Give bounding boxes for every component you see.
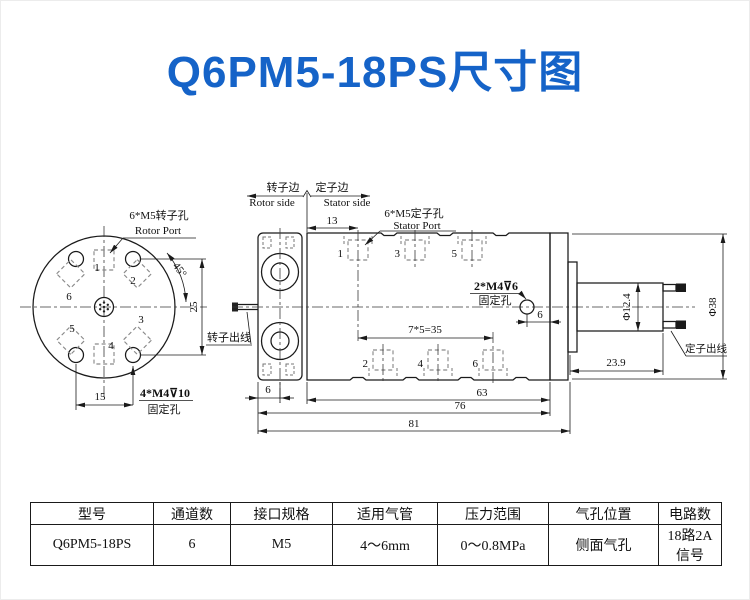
port-number-5: 5 <box>69 323 75 335</box>
rotor-port-label-cn: 6*M5转子孔 <box>129 208 188 222</box>
side-fixing-label: 2*M4⊽6 <box>474 279 518 293</box>
rotor-side-label-cn: 转子边 <box>267 180 300 194</box>
dim-dia12-label: Φ12.4 <box>621 293 633 321</box>
thread-mark <box>262 236 272 249</box>
page-title: Q6PM5-18PS尺寸图 <box>166 48 584 97</box>
dim-15-label: 15 <box>95 391 107 403</box>
stator-shaft <box>576 282 664 332</box>
cell-port-spec: M5 <box>230 524 333 566</box>
side-view: 转子边 定子边 Rotor side Stator side <box>206 180 727 434</box>
cell-tube: 4～6mm <box>332 524 438 566</box>
end-cap <box>549 232 569 381</box>
angle-dim-label: 45° <box>170 260 189 280</box>
dim-6-hole-label: 6 <box>537 309 543 321</box>
stator-body <box>306 232 551 381</box>
port-number-2: 2 <box>130 275 136 287</box>
spec-table: 型号 通道数 接口规格 适用气管 压力范围 气孔位置 电路数 Q6PM5-18P… <box>30 502 722 566</box>
dim-81-label: 81 <box>409 418 420 430</box>
cell-circuits: 18路2A信号 <box>658 524 722 566</box>
side-divider-kink <box>302 189 312 198</box>
dim-25-label: 25 <box>188 301 200 313</box>
cell-pressure: 0～0.8MPa <box>437 524 549 566</box>
leader-line <box>518 290 527 300</box>
thread-mark <box>262 363 272 376</box>
port-number-4: 4 <box>108 340 114 352</box>
cell-hole-pos: 侧面气孔 <box>548 524 659 566</box>
fixing-hole <box>124 346 142 364</box>
dim-63-label: 63 <box>477 387 489 399</box>
leader-line <box>364 230 381 246</box>
stator-side-label-en: Stator side <box>324 197 371 209</box>
port-number-3: 3 <box>138 314 144 326</box>
dim-dia38-label: Φ38 <box>707 297 719 317</box>
rotor-side-label-en: Rotor side <box>249 197 295 209</box>
col-hole-pos: 气孔位置 <box>548 502 659 525</box>
center-connector <box>93 296 115 318</box>
thread-mark <box>285 236 295 249</box>
dim-pitch-label: 7*5=35 <box>408 324 442 336</box>
fixing-hole <box>124 250 142 268</box>
dim-239-label: 23.9 <box>606 357 626 369</box>
stator-wire-label: 定子出线 <box>685 342 727 355</box>
port-label-6: 6 <box>473 358 479 370</box>
spec-table-data-row: Q6PM5-18PS 6 M5 4～6mm 0～0.8MPa 侧面气孔 18路2… <box>30 524 722 566</box>
col-tube: 适用气管 <box>332 502 438 525</box>
side-fixing-sub-label: 固定孔 <box>479 293 512 307</box>
dim-76-label: 76 <box>455 400 467 412</box>
thread-mark <box>285 363 295 376</box>
dim-6-flange-label: 6 <box>265 384 271 396</box>
col-port-spec: 接口规格 <box>230 502 333 525</box>
stator-wires <box>662 283 686 329</box>
spec-table-header-row: 型号 通道数 接口规格 适用气管 压力范围 气孔位置 电路数 <box>30 502 722 525</box>
stator-port-label-cn: 6*M5定子孔 <box>384 206 443 220</box>
port-label-3: 3 <box>395 248 401 260</box>
rotor-wire-label: 转子出线 <box>207 330 251 344</box>
fixing-hole <box>67 250 85 268</box>
rotor-port-slots <box>55 249 153 365</box>
leader-line <box>109 237 124 254</box>
stator-port-label-en: Stator Port <box>393 220 440 232</box>
fixing-hole <box>67 346 85 364</box>
stator-ports-top <box>343 230 487 344</box>
port-number-6: 6 <box>66 291 72 303</box>
front-fixing-label: 4*M4⊽10 <box>140 386 190 400</box>
dim-13-label: 13 <box>327 215 339 227</box>
port-number-1: 1 <box>94 262 100 274</box>
front-view: 1 2 3 4 5 6 45° 25 15 4*M4⊽10 固定孔 6*M5转子… <box>20 208 207 416</box>
col-model: 型号 <box>30 502 154 525</box>
stator-ports-bottom <box>368 332 508 383</box>
cell-model: Q6PM5-18PS <box>30 524 154 566</box>
leader-line <box>246 311 252 345</box>
front-fixing-sub-label: 固定孔 <box>148 402 181 416</box>
col-pressure: 压力范围 <box>437 502 549 525</box>
rotor-port-label-en: Rotor Port <box>135 225 181 237</box>
col-channels: 通道数 <box>153 502 231 525</box>
port-label-1: 1 <box>338 248 344 260</box>
port-label-4: 4 <box>418 358 424 370</box>
angle-dim-arc <box>166 252 188 303</box>
port-label-2: 2 <box>363 358 369 370</box>
col-circuits: 电路数 <box>658 502 722 525</box>
cell-channels: 6 <box>153 524 231 566</box>
side-fixing-hole <box>519 299 535 315</box>
stator-side-label-cn: 定子边 <box>316 180 349 194</box>
port-label-5: 5 <box>452 248 458 260</box>
leader-line <box>670 330 687 357</box>
